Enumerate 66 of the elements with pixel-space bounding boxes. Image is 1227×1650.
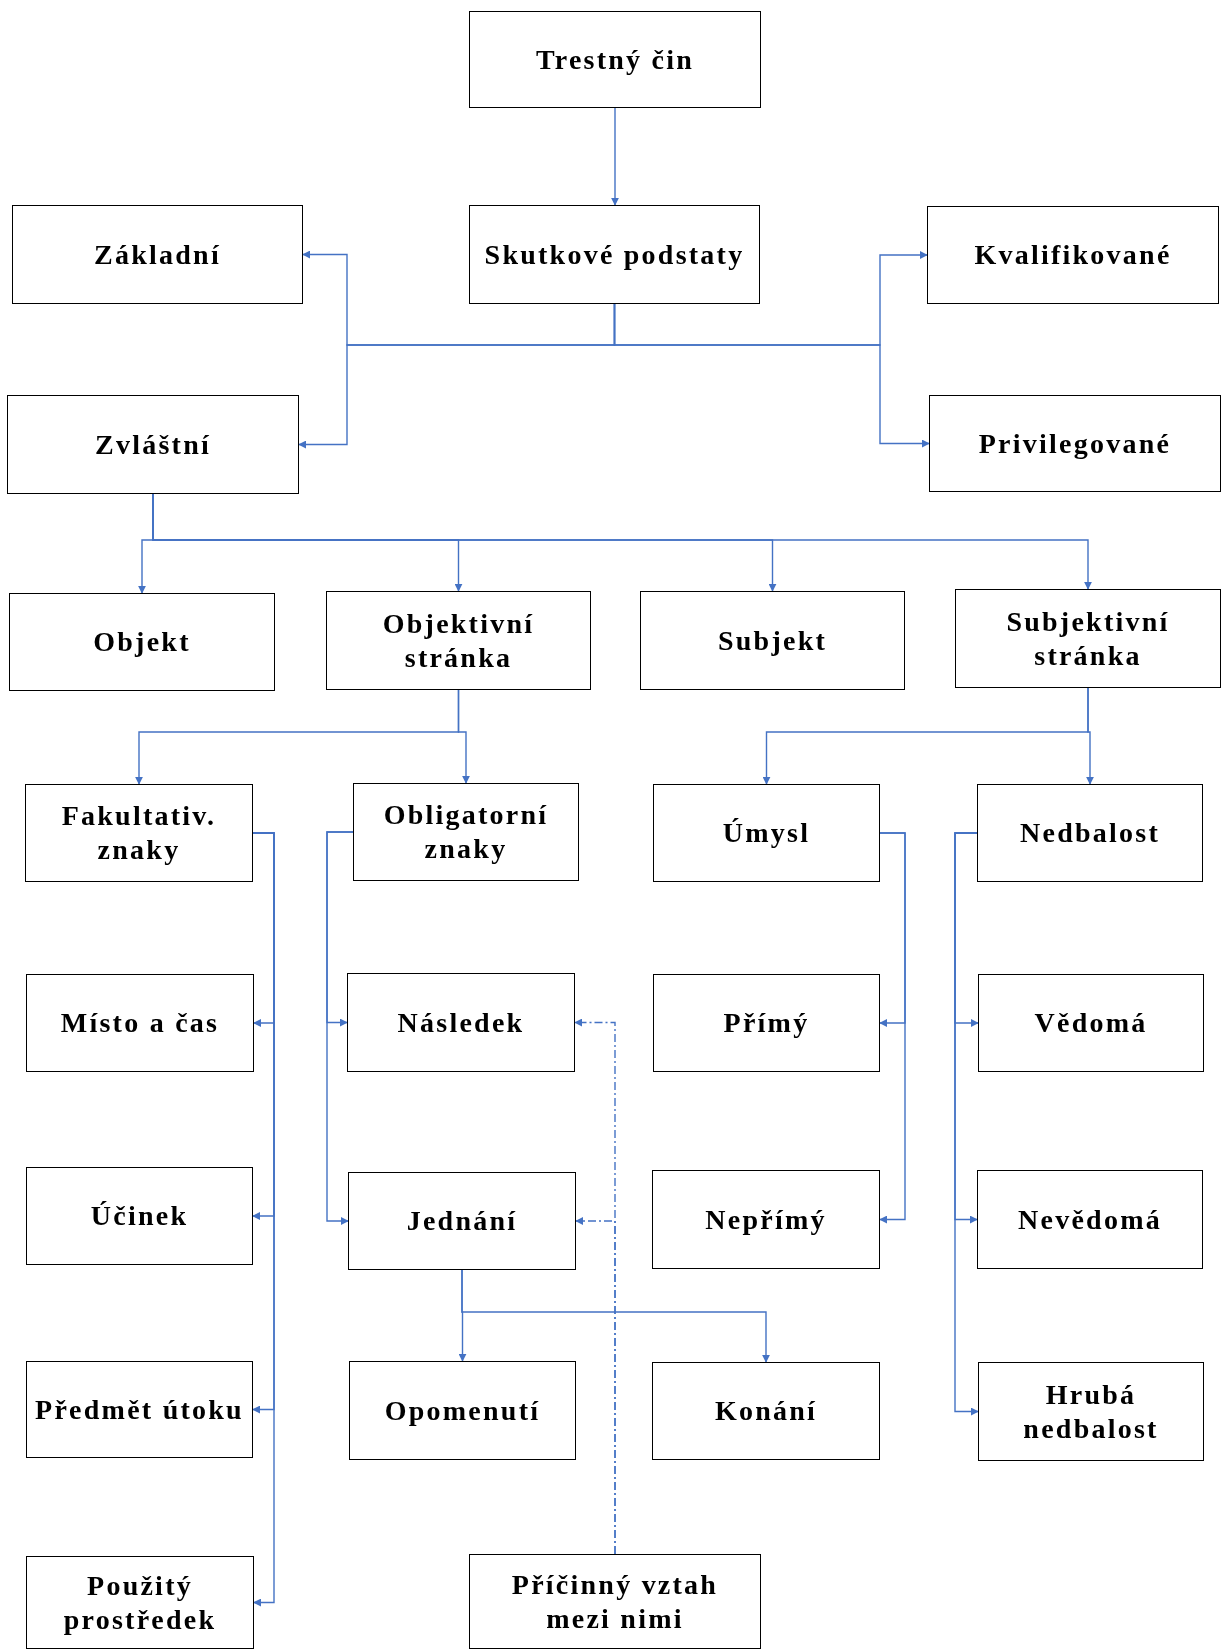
box-label: Účinek bbox=[90, 1199, 189, 1233]
connector-arrow bbox=[457, 689, 470, 784]
process-box bbox=[26, 1361, 253, 1458]
process-box bbox=[347, 973, 575, 1072]
box-label: Hrubá nedbalost bbox=[1022, 1377, 1160, 1446]
box-label: Fakultativ. znaky bbox=[60, 799, 218, 867]
box-label: Základní bbox=[94, 237, 221, 272]
box-label: Nedbalost bbox=[1020, 816, 1160, 850]
box-label: Příčinný vztah mezi nimi bbox=[510, 1567, 720, 1636]
box-label: Předmět útoku bbox=[35, 1392, 244, 1427]
process-box bbox=[652, 1170, 880, 1269]
process-box bbox=[929, 395, 1221, 492]
process-box bbox=[977, 784, 1203, 882]
box-label: Obligatorní znaky bbox=[382, 798, 550, 866]
process-box bbox=[652, 1362, 880, 1460]
process-box bbox=[353, 783, 579, 881]
box-label: Následek bbox=[397, 1005, 525, 1040]
process-box bbox=[977, 1170, 1203, 1269]
connector-arrow bbox=[461, 1269, 770, 1363]
process-box bbox=[348, 1172, 576, 1270]
process-box bbox=[349, 1361, 576, 1460]
box-label: Použitý prostředek bbox=[62, 1568, 218, 1637]
box-label: Kvalifikované bbox=[974, 238, 1172, 272]
box-label: Přímý bbox=[723, 1006, 810, 1040]
process-box bbox=[7, 395, 299, 494]
box-label: Objektivní stránka bbox=[381, 606, 536, 675]
box-label: Nepřímý bbox=[705, 1202, 827, 1237]
box-label: Privilegované bbox=[978, 426, 1172, 461]
connector-arrow bbox=[326, 831, 354, 1225]
box-label: Vědomá bbox=[1034, 1006, 1148, 1040]
process-box bbox=[469, 1554, 761, 1649]
process-box bbox=[978, 1362, 1204, 1461]
process-box bbox=[955, 589, 1221, 688]
connector-arrow bbox=[611, 107, 619, 206]
process-box bbox=[26, 1556, 254, 1649]
box-label: Jednání bbox=[406, 1204, 518, 1238]
process-box bbox=[12, 205, 303, 304]
process-box bbox=[653, 974, 880, 1072]
box-label: Zvláštní bbox=[95, 427, 211, 462]
process-box bbox=[469, 205, 760, 304]
process-box bbox=[640, 591, 905, 690]
connector-arrow bbox=[879, 832, 906, 1224]
connector-arrow bbox=[1086, 687, 1094, 785]
connector-arrow bbox=[613, 303, 930, 448]
connector-arrow bbox=[575, 1217, 616, 1555]
box-label: Konání bbox=[714, 1394, 818, 1428]
box-label: Subjekt bbox=[717, 623, 827, 658]
process-box bbox=[26, 1167, 253, 1265]
connector-arrow bbox=[252, 832, 275, 1607]
box-label: Subjektivní stránka bbox=[1005, 604, 1171, 673]
connector-arrow bbox=[954, 832, 979, 1416]
box-label: Opomenutí bbox=[384, 1393, 541, 1428]
process-box bbox=[26, 974, 254, 1072]
process-box bbox=[927, 206, 1219, 304]
box-label: Trestný čin bbox=[535, 42, 695, 77]
box-label: Objekt bbox=[93, 625, 191, 659]
process-box bbox=[326, 591, 591, 690]
box-label: Nevědomá bbox=[1018, 1202, 1162, 1237]
process-box bbox=[653, 784, 880, 882]
box-label: Úmysl bbox=[722, 816, 811, 850]
process-box bbox=[9, 593, 275, 691]
box-label: Místo a čas bbox=[60, 1006, 220, 1040]
process-box bbox=[469, 11, 761, 108]
process-box bbox=[978, 974, 1204, 1072]
process-box bbox=[25, 784, 253, 882]
box-label: Skutkové podstaty bbox=[484, 237, 745, 272]
